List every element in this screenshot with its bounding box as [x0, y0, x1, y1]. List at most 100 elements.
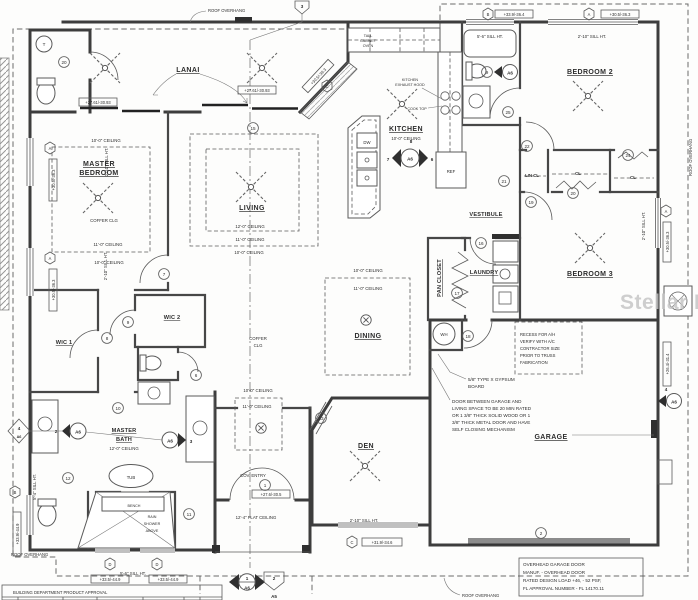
svg-text:A: A	[665, 209, 668, 214]
svg-text:TALL: TALL	[364, 34, 373, 38]
svg-text:9: 9	[486, 70, 489, 75]
approval-table-title: BUILDING DEPARTMENT PRODUCT APPROVAL	[13, 590, 108, 595]
keynote: 8	[101, 332, 113, 344]
section-marker-bath-wall: 4A6	[7, 418, 31, 444]
room-label-lanai: LANAI	[176, 67, 199, 74]
keynote: 22	[521, 140, 533, 152]
svg-text:+33.9/-36.4: +33.9/-36.4	[504, 12, 526, 17]
svg-text:2'-10" SILL HT.: 2'-10" SILL HT.	[350, 518, 378, 523]
svg-text:SELF CLOSING MECHANISM: SELF CLOSING MECHANISM	[452, 427, 515, 432]
svg-text:9: 9	[127, 320, 130, 325]
fixture-labels: TUB BENCH RAIN SHOWER ABOVE WH DW REF TA…	[43, 34, 456, 533]
svg-text:A5: A5	[271, 594, 277, 599]
fan-den	[349, 450, 381, 482]
slider-master	[80, 106, 160, 113]
svg-text:10: 10	[115, 406, 121, 411]
garage-right-details	[468, 285, 693, 545]
svg-text:MANUF. - OVERHEAD DOOR: MANUF. - OVERHEAD DOOR	[523, 570, 586, 575]
svg-text:COOK TOP: COOK TOP	[407, 107, 427, 111]
room-label-bedroom2: BEDROOM 2	[567, 69, 613, 76]
keynote: 16	[475, 237, 487, 249]
hex-tag-d: D	[104, 557, 116, 571]
keynote: 24	[622, 149, 634, 161]
svg-text:7: 7	[163, 272, 166, 277]
hex-tag-a: A	[44, 251, 56, 265]
svg-text:12'-0" CEILING: 12'-0" CEILING	[235, 224, 265, 229]
svg-text:12: 12	[65, 476, 71, 481]
svg-text:12'-0" CEILING: 12'-0" CEILING	[109, 446, 139, 451]
svg-text:A: A	[588, 12, 591, 17]
svg-text:PRIOR TO TRUSS: PRIOR TO TRUSS	[520, 353, 556, 358]
svg-text:ABOVE: ABOVE	[146, 529, 159, 533]
approval-table: BUILDING DEPARTMENT PRODUCT APPROVAL	[1, 584, 223, 600]
svg-text:5'-6" SILL HT.: 5'-6" SILL HT.	[120, 571, 146, 576]
keynote: 18	[462, 330, 474, 342]
svg-text:11: 11	[187, 512, 192, 517]
keynote: 10	[112, 402, 124, 414]
keynote: 25	[502, 106, 514, 118]
room-label-master-bath: MASTER	[112, 428, 137, 434]
svg-text:COFFER CLG: COFFER CLG	[90, 218, 118, 223]
overhead-door-note: OVERHEAD GARAGE DOOR MANUF. - OVERHEAD D…	[518, 557, 644, 597]
svg-text:A6: A6	[244, 586, 250, 591]
pool-bath-fixtures	[35, 35, 119, 105]
hex-tag-b: B	[9, 485, 21, 499]
fan-master	[82, 182, 114, 214]
kitchen-fixtures	[347, 27, 467, 219]
section-marker-bath2: A6	[494, 64, 518, 80]
room-label-vestibule: VESTIBULE	[469, 212, 502, 218]
svg-text:+30.5/-36.3: +30.5/-36.3	[665, 231, 670, 253]
keynote: 9	[122, 316, 134, 328]
svg-text:D: D	[109, 562, 112, 567]
svg-text:6: 6	[431, 157, 434, 162]
svg-text:10'-0" CEILING: 10'-0" CEILING	[94, 260, 124, 265]
svg-text:5/8" TYPE X GYPSUM: 5/8" TYPE X GYPSUM	[468, 377, 515, 382]
svg-text:RAIN: RAIN	[148, 515, 157, 519]
svg-text:17: 17	[454, 291, 460, 296]
svg-text:CONTRACTOR SIZE: CONTRACTOR SIZE	[520, 346, 560, 351]
svg-text:2'-10" SILL HT.: 2'-10" SILL HT.	[104, 148, 109, 176]
sill-labels: 2'-10" SILL HT. 2'-10" SILL HT. 5'-6" SI…	[32, 34, 646, 576]
hex-tag-a: A	[44, 141, 56, 155]
porch-column	[212, 545, 220, 553]
keynote: 20	[58, 56, 70, 68]
svg-text:1: 1	[246, 576, 249, 581]
svg-text:25: 25	[505, 110, 511, 115]
svg-text:CLG: CLG	[254, 343, 263, 348]
svg-text:WH: WH	[440, 332, 447, 337]
svg-text:BEDROOM: BEDROOM	[79, 170, 118, 177]
svg-text:A: A	[49, 146, 52, 151]
svg-text:D: D	[156, 562, 159, 567]
roof-overhang-label-left: ROOF OVERHANG	[11, 552, 48, 557]
garage-door-note: DOOR BETWEEN GARAGE AND LIVING SPACE TO …	[431, 367, 532, 432]
section-marker-garage: A6 4	[658, 387, 682, 409]
keynote: 17	[451, 287, 463, 299]
svg-text:18: 18	[465, 334, 471, 339]
fan-bedroom3	[574, 232, 606, 264]
recess-note: RECESS FOR A/H VERIFY WITH A/C CONTRACTO…	[520, 332, 560, 365]
keynote: 20	[567, 187, 579, 199]
ceiling-labels: 10'-0" CEILING COFFER CLG 11'-0" CEILING…	[90, 136, 421, 520]
svg-text:3/8" THICK METAL DOOR AND HAVE: 3/8" THICK METAL DOOR AND HAVE	[452, 420, 530, 425]
svg-text:OVEN: OVEN	[363, 44, 374, 48]
svg-text:24: 24	[625, 153, 631, 158]
lanai-counter	[299, 61, 358, 120]
svg-text:13: 13	[318, 416, 324, 421]
svg-text:8: 8	[410, 139, 413, 144]
section-markers: 3 A6 7 6 8 A6 2 4A6 A6 3 A6 A6	[7, 0, 682, 599]
svg-text:A6: A6	[167, 439, 173, 444]
fan-kitchen	[386, 88, 418, 120]
ceiling-trays	[51, 133, 583, 451]
svg-text:7: 7	[387, 157, 390, 162]
section-marker-bottom-a5: 2 A5	[263, 571, 285, 599]
section-marker-bath-left: A6 2	[55, 422, 87, 440]
svg-text:3: 3	[301, 4, 304, 9]
keynotes: 20 15 7 9 8 10 12 11 6 1 2 25 22 21 24 2…	[58, 56, 634, 539]
svg-text:3: 3	[190, 439, 193, 444]
svg-text:FABRICATION: FABRICATION	[520, 360, 548, 365]
room-label-cl2: CL	[630, 175, 636, 180]
hex-tag-a: A	[583, 7, 595, 21]
svg-text:RATED DESIGN LOAD +46, - 52 PS: RATED DESIGN LOAD +46, - 52 PSF,	[523, 578, 601, 583]
svg-text:BENCH: BENCH	[128, 504, 141, 508]
